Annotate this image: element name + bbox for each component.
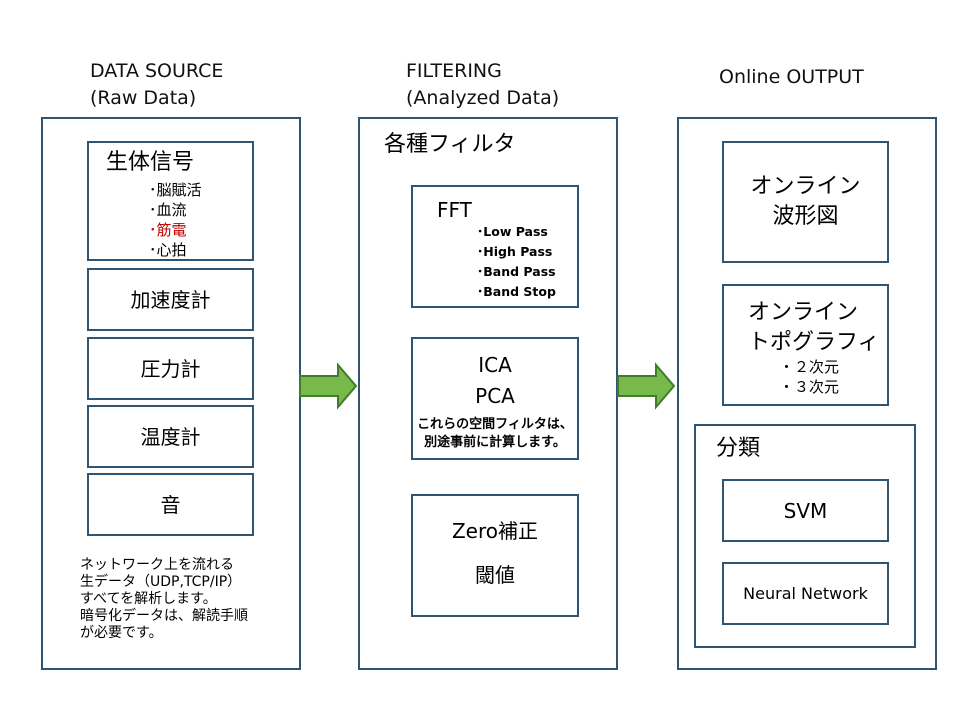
bio-item-highlight: 筋電 bbox=[149, 220, 202, 240]
pressure-label: 圧力計 bbox=[140, 356, 201, 381]
fft-title: FFT bbox=[437, 198, 472, 222]
source-subtitle: (Raw Data) bbox=[90, 87, 197, 109]
accelerometer-box: 加速度計 bbox=[87, 268, 254, 331]
spatial-filter-note-line: これらの空間フィルタは、 bbox=[417, 417, 573, 432]
ica-label: ICA bbox=[478, 353, 512, 377]
bio-item: 脳賦活 bbox=[149, 180, 202, 200]
bio-item: 血流 bbox=[149, 200, 202, 220]
online-waveform-box: オンライン 波形図 bbox=[722, 141, 889, 263]
bio-signal-box: 生体信号 脳賦活 血流 筋電 心拍 bbox=[87, 141, 254, 261]
bio-signal-list: 脳賦活 血流 筋電 心拍 bbox=[149, 180, 202, 260]
topography-dim-list: ・２次元 ・３次元 bbox=[779, 357, 839, 397]
accelerometer-label: 加速度計 bbox=[130, 287, 211, 312]
fft-item: Band Pass bbox=[477, 262, 556, 282]
source-note-line: すべてを解析します。 bbox=[80, 591, 217, 607]
sound-box: 音 bbox=[87, 473, 254, 536]
source-note-line: ネットワーク上を流れる bbox=[80, 557, 234, 573]
online-topography-box: オンライン トポグラフィ ・２次元 ・３次元 bbox=[722, 284, 889, 406]
filtering-subtitle: (Analyzed Data) bbox=[406, 87, 560, 109]
source-note-line: 生データ（UDP,TCP/IP） bbox=[80, 574, 242, 590]
online-topography-line2: トポグラフィ bbox=[748, 330, 880, 355]
bio-signal-title: 生体信号 bbox=[106, 150, 195, 175]
threshold-label: 閾値 bbox=[475, 563, 515, 587]
neural-network-box: Neural Network bbox=[722, 562, 889, 625]
fft-item: Band Stop bbox=[477, 282, 556, 302]
online-topography-line1: オンライン bbox=[748, 300, 859, 325]
source-note: ネットワーク上を流れる 生データ（UDP,TCP/IP） すべてを解析します。 … bbox=[80, 557, 248, 642]
source-note-line: が必要です。 bbox=[80, 625, 163, 641]
pressure-box: 圧力計 bbox=[87, 337, 254, 400]
thermometer-box: 温度計 bbox=[87, 405, 254, 468]
filtering-header: FILTERING (Analyzed Data) bbox=[406, 58, 559, 112]
filtering-title: FILTERING bbox=[406, 60, 502, 82]
pca-label: PCA bbox=[475, 384, 515, 408]
online-waveform-line2: 波形図 bbox=[772, 204, 839, 229]
spatial-filter-note-line: 別途事前に計算します。 bbox=[424, 435, 566, 450]
sound-label: 音 bbox=[160, 492, 181, 517]
fft-box: FFT Low Pass High Pass Band Pass Band St… bbox=[411, 185, 579, 308]
source-note-line: 暗号化データは、解読手順 bbox=[80, 608, 248, 624]
zero-correction-label: Zero補正 bbox=[451, 519, 539, 543]
arrow-source-to-filter-icon bbox=[299, 362, 358, 410]
zero-threshold-box: Zero補正 閾値 bbox=[411, 494, 579, 617]
svm-label: SVM bbox=[783, 498, 828, 523]
ica-pca-box: ICA PCA これらの空間フィルタは、 別途事前に計算します。 bbox=[411, 337, 579, 460]
source-title: DATA SOURCE bbox=[90, 60, 224, 82]
classification-title: 分類 bbox=[716, 436, 761, 461]
fft-list: Low Pass High Pass Band Pass Band Stop bbox=[477, 222, 556, 302]
fft-item: Low Pass bbox=[477, 222, 556, 242]
neural-network-label: Neural Network bbox=[743, 584, 868, 603]
output-title: Online OUTPUT bbox=[719, 66, 864, 88]
online-waveform-line1: オンライン bbox=[750, 174, 861, 199]
bio-item: 心拍 bbox=[149, 240, 202, 260]
thermometer-label: 温度計 bbox=[140, 424, 201, 449]
fft-item: High Pass bbox=[477, 242, 556, 262]
topography-dim-item: ・２次元 bbox=[779, 358, 840, 376]
filters-title: 各種フィルタ bbox=[384, 132, 516, 157]
spatial-filter-note: これらの空間フィルタは、 別途事前に計算します。 bbox=[413, 416, 577, 452]
output-header: Online OUTPUT bbox=[719, 64, 864, 91]
source-header: DATA SOURCE (Raw Data) bbox=[90, 58, 223, 112]
arrow-filter-to-output-icon bbox=[617, 362, 676, 410]
svm-box: SVM bbox=[722, 479, 889, 542]
topography-dim-item: ・３次元 bbox=[779, 378, 840, 396]
